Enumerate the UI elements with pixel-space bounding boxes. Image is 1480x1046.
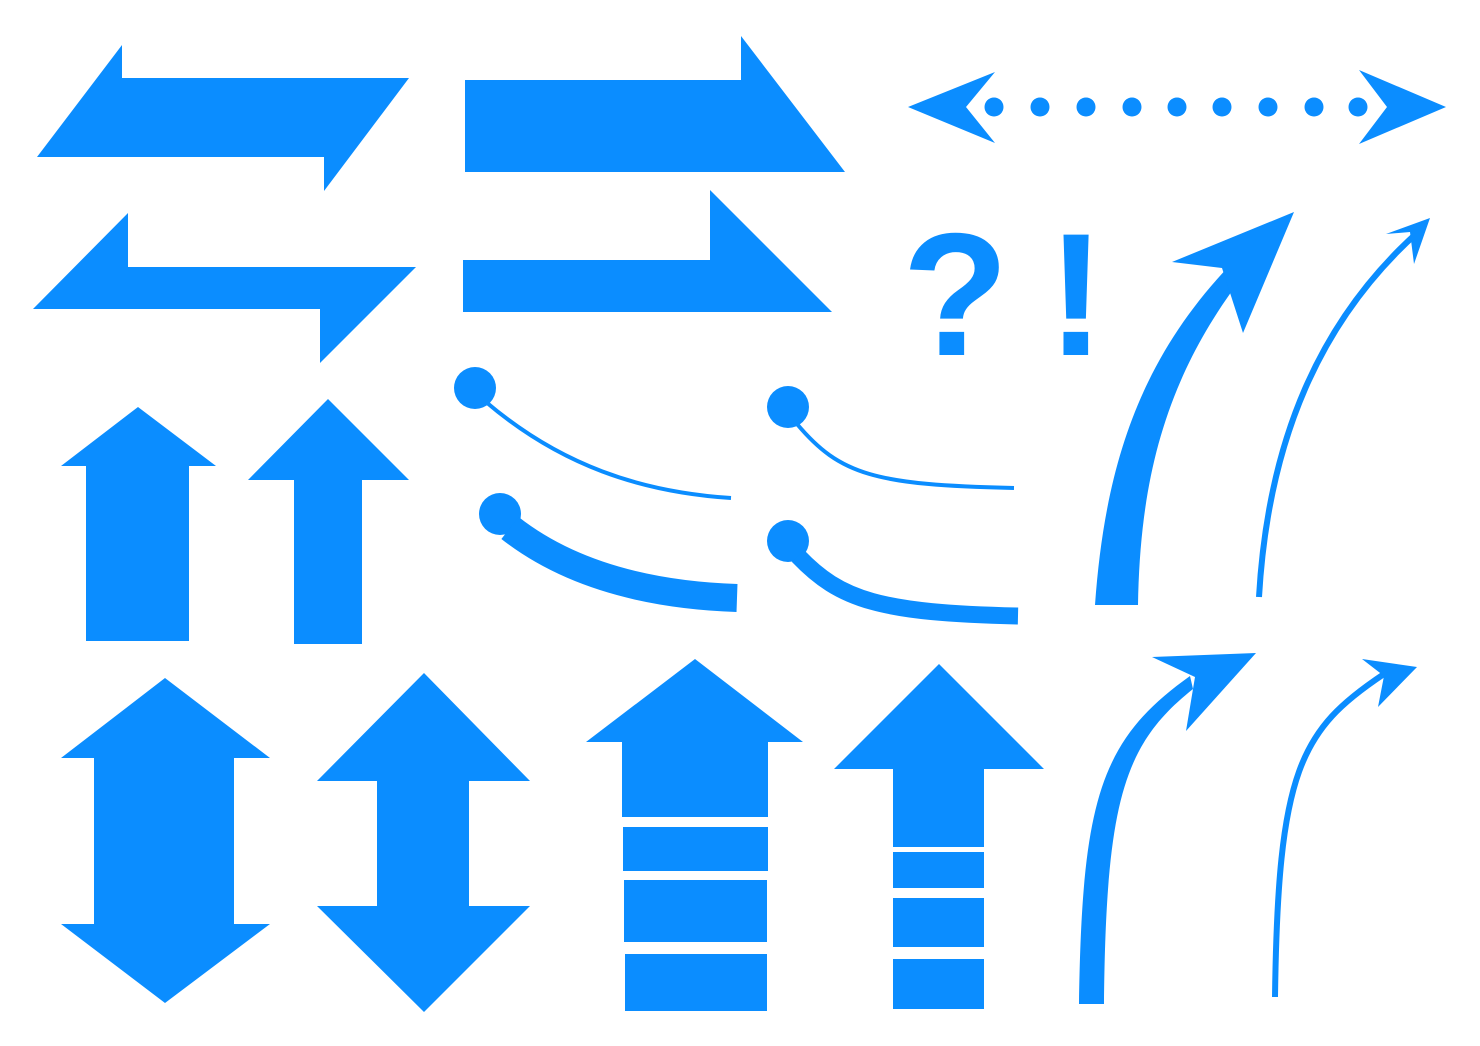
curved-up-right-arrow-medium-icon xyxy=(1079,653,1256,1004)
left-arrow-notched-bottom-icon xyxy=(33,213,416,363)
pin-line-thin-2-tail xyxy=(795,422,1015,490)
up-down-arrow-left-icon xyxy=(61,678,270,1003)
pin-line-thick-1-icon xyxy=(479,493,521,535)
striped-up-arrow-left-icon xyxy=(586,659,803,1011)
up-arrow-left-icon xyxy=(61,407,216,641)
curved-up-right-arrow-thin2-shaft xyxy=(1272,671,1386,998)
right-block-arrow-top-icon xyxy=(465,36,845,172)
pin-line-thin-1-icon xyxy=(454,367,496,409)
curved-up-right-arrow-thick-icon xyxy=(1095,212,1294,605)
right-block-arrow-bottom-icon xyxy=(463,190,832,312)
pin-line-thick-1-tail xyxy=(501,516,738,612)
double-headed-dotted-arrow-icon xyxy=(908,70,1446,144)
curved-up-right-arrow-thin2-head xyxy=(1362,659,1417,707)
pin-line-thick-2-tail xyxy=(791,550,1019,625)
curved-up-right-arrow-thin-head xyxy=(1386,218,1430,264)
exclamation-mark: ! xyxy=(1047,198,1105,393)
pin-line-thin-1-tail xyxy=(484,400,732,500)
question-mark: ? xyxy=(902,198,1009,393)
pin-line-thick-2-icon xyxy=(767,520,809,562)
curved-up-right-arrow-thin-shaft xyxy=(1256,229,1421,598)
up-arrow-right-icon xyxy=(248,399,409,644)
striped-up-arrow-right-icon xyxy=(834,664,1044,1009)
up-down-arrow-right-icon xyxy=(317,673,530,1012)
pin-line-thin-2-icon xyxy=(767,386,809,428)
left-arrow-notched-top-icon xyxy=(37,45,409,191)
